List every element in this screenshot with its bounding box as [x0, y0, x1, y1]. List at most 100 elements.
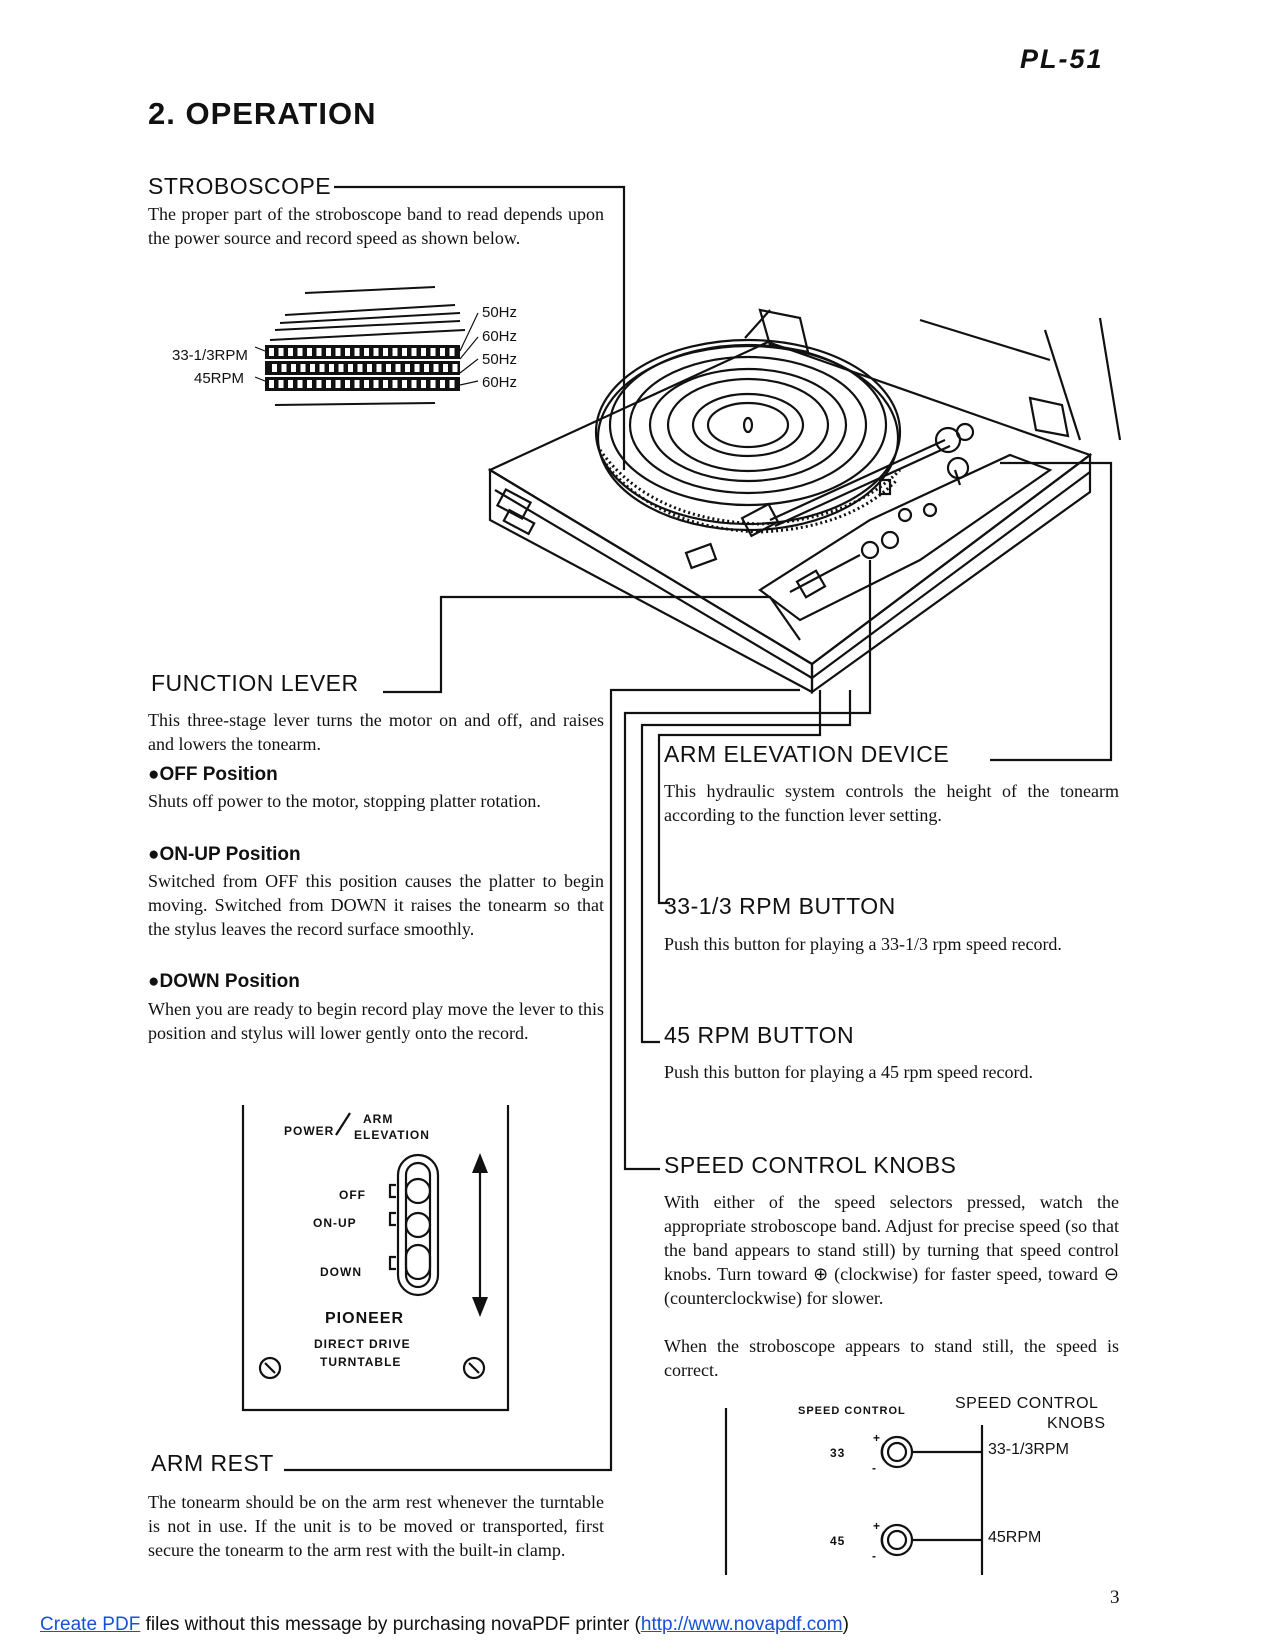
footer-middle-text: files without this message by purchasing…: [140, 1614, 641, 1635]
knob-33-label: 33: [830, 1446, 846, 1460]
leader-speed-knobs: [623, 560, 872, 1171]
knob-45-label: 45: [830, 1534, 846, 1548]
strobe-dot: [452, 364, 458, 372]
rpm45-button-heading: 45 RPM BUTTON: [664, 1022, 855, 1048]
strobe-dot: [449, 348, 455, 356]
strobe-dot: [402, 380, 407, 388]
panel-onup-label: ON-UP: [313, 1216, 357, 1230]
strobe-dot: [319, 364, 325, 372]
strobe-dot: [354, 380, 360, 388]
strobe-dot: [430, 348, 436, 356]
knob-45-rpm-label: 45RPM: [988, 1529, 1042, 1546]
panel-turntable: TURNTABLE: [320, 1355, 402, 1369]
knob-33-rpm-label: 33-1/3RPM: [988, 1441, 1069, 1458]
strobe-dot: [278, 348, 284, 356]
strobe-label-50hz-a: 50Hz: [482, 304, 518, 321]
panel-arm-label: ARM: [363, 1112, 394, 1126]
panel-power-label: POWER: [284, 1124, 335, 1138]
strobe-dot: [421, 380, 426, 388]
strobe-dot: [316, 380, 322, 388]
strobe-dot: [348, 364, 353, 372]
novapdf-url-link[interactable]: http://www.novapdf.com: [640, 1614, 843, 1635]
arm-rest-heading: ARM REST: [151, 1450, 274, 1476]
strobe-dot: [310, 364, 315, 372]
strobe-label-33rpm: 33-1/3RPM: [172, 347, 248, 364]
leader-33-button: [657, 690, 822, 905]
strobe-dot: [329, 364, 334, 372]
strobe-dot: [297, 348, 303, 356]
strobe-label-60hz-b: 60Hz: [482, 374, 518, 391]
leader-function-lever: [383, 595, 801, 694]
strobe-dot: [307, 380, 312, 388]
strobe-dot: [316, 348, 322, 356]
strobe-dot: [383, 380, 388, 388]
page-number: 3: [1110, 1587, 1120, 1608]
strobe-dot: [269, 380, 274, 388]
footer-notice: Create PDF files without this message by…: [40, 1614, 849, 1636]
strobe-label-60hz-a: 60Hz: [482, 328, 518, 345]
stroboscope-text: The proper part of the stroboscope band …: [148, 204, 604, 248]
strobe-dot: [335, 348, 341, 356]
speed-control-heading: SPEED CONTROL KNOBS: [664, 1152, 957, 1178]
strobe-dot: [354, 348, 360, 356]
page-title: 2. OPERATION: [148, 96, 377, 131]
strobe-dot: [335, 380, 341, 388]
strobe-label-45rpm: 45RPM: [194, 370, 245, 387]
strobe-dot: [402, 348, 407, 356]
down-position-title: ●DOWN Position: [148, 971, 300, 992]
strobe-dot: [326, 380, 331, 388]
panel-direct-drive: DIRECT DRIVE: [314, 1337, 411, 1351]
rpm33-button-text: Push this button for playing a 33-1/3 rp…: [664, 934, 1062, 954]
svg-text:+: +: [873, 1519, 880, 1533]
strobe-dot: [433, 364, 439, 372]
strobe-dot: [440, 380, 445, 388]
strobe-dot: [411, 380, 417, 388]
strobe-dot: [443, 364, 448, 372]
stroboscope-heading: STROBOSCOPE: [148, 173, 332, 199]
strobe-dot: [338, 364, 344, 372]
strobe-dot: [345, 380, 350, 388]
strobe-dot: [281, 364, 287, 372]
strobe-dot: [357, 364, 363, 372]
strobe-dot: [364, 348, 369, 356]
strobe-dot: [376, 364, 382, 372]
svg-text:-: -: [872, 1461, 876, 1475]
strobe-dot: [272, 364, 277, 372]
strobe-label-50hz-b: 50Hz: [482, 351, 518, 368]
strobe-dot: [424, 364, 429, 372]
strobe-dot: [364, 380, 369, 388]
off-position-title: ●OFF Position: [148, 764, 278, 785]
panel-down-label: DOWN: [320, 1265, 362, 1279]
rpm33-button-heading: 33-1/3 RPM BUTTON: [664, 893, 896, 919]
svg-text:+: +: [873, 1431, 880, 1445]
function-lever-panel: [241, 1105, 510, 1412]
knob-panel-title: SPEED CONTROL: [798, 1405, 906, 1417]
strobe-dot: [373, 380, 379, 388]
strobe-dot: [300, 364, 306, 372]
strobe-dot: [269, 348, 274, 356]
off-position-text: Shuts off power to the motor, stopping p…: [148, 791, 541, 811]
strobe-dot: [395, 364, 401, 372]
function-lever-text: This three-stage lever turns the motor o…: [148, 710, 604, 754]
strobe-dot: [411, 348, 417, 356]
strobe-dot: [414, 364, 420, 372]
onup-position-title: ●ON-UP Position: [148, 844, 301, 865]
strobe-dot: [392, 348, 398, 356]
strobe-dot: [440, 348, 445, 356]
panel-brand-logo: PIONEER: [325, 1310, 405, 1327]
knob-label-line2: KNOBS: [1047, 1415, 1106, 1432]
footer-close-paren: ): [842, 1614, 849, 1635]
svg-text:-: -: [872, 1549, 876, 1563]
strobe-band-diagram: [255, 286, 479, 406]
strobe-dot: [307, 348, 312, 356]
strobe-dot: [367, 364, 372, 372]
strobe-dot: [345, 348, 350, 356]
speed-control-text: With either of the speed selectors press…: [664, 1192, 1119, 1308]
panel-elevation-label: ELEVATION: [354, 1128, 430, 1142]
arm-rest-text: The tonearm should be on the arm rest wh…: [148, 1492, 604, 1560]
function-lever-heading: FUNCTION LEVER: [151, 670, 359, 696]
panel-off-label: OFF: [339, 1188, 366, 1202]
strobe-dot: [373, 348, 379, 356]
create-pdf-link[interactable]: Create PDF: [40, 1614, 141, 1635]
